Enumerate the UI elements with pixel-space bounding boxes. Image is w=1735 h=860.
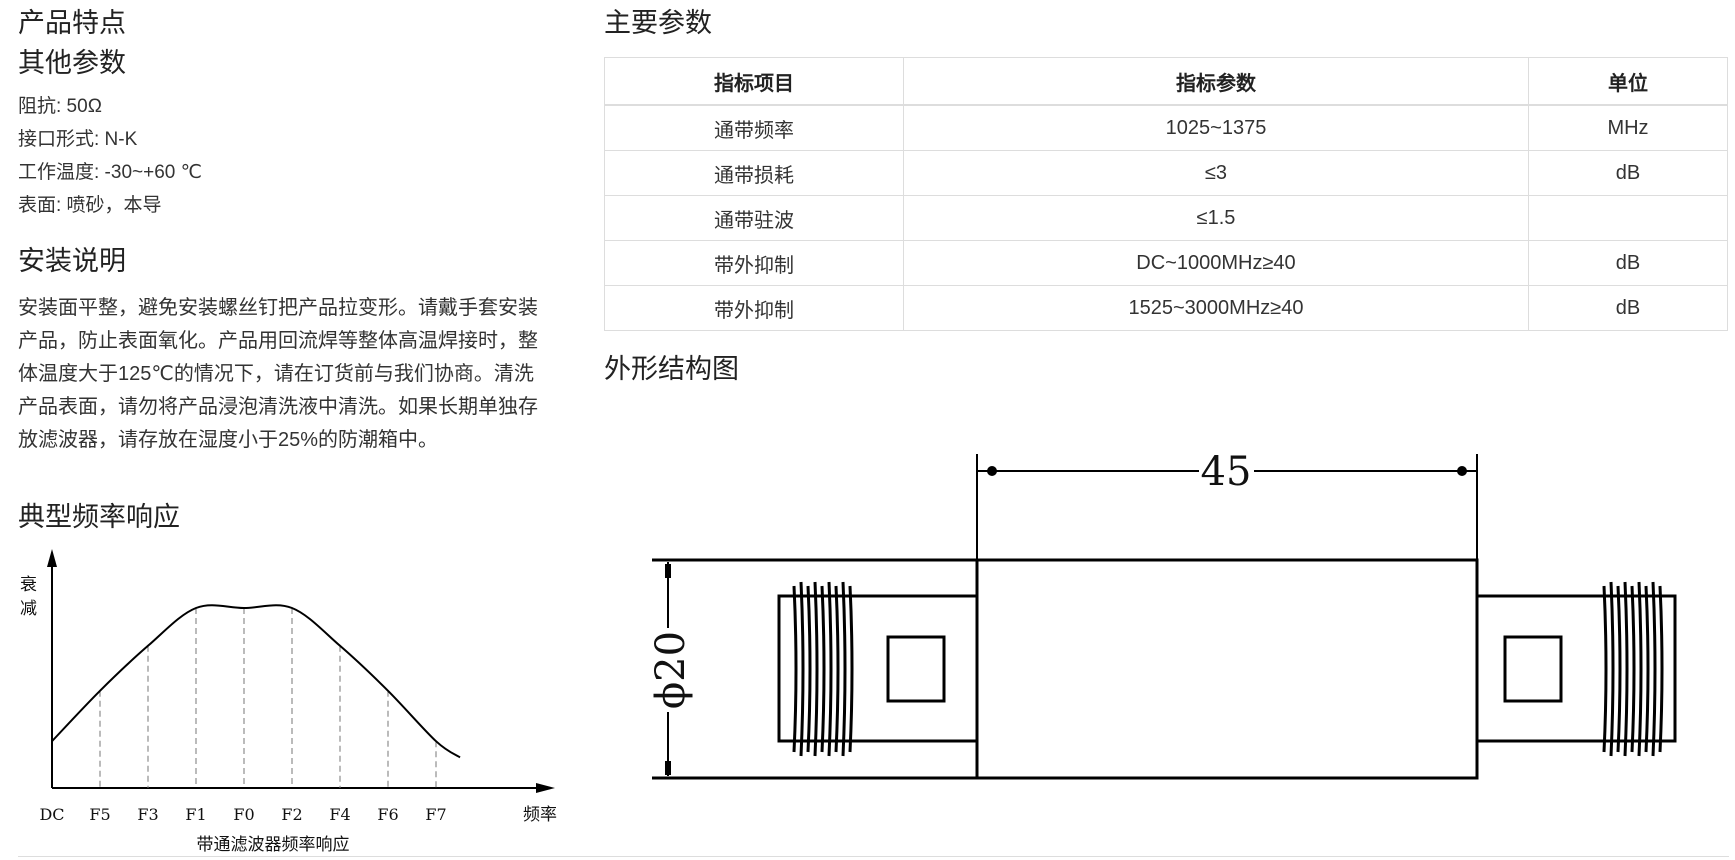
cell-unit: dB xyxy=(1528,285,1728,331)
param-connector: 接口形式: N-K xyxy=(18,129,138,150)
main-params-title: 主要参数 xyxy=(604,8,712,39)
table-row: 带外抑制 DC~1000MHz≥40 dB xyxy=(604,240,1728,286)
table-header-row: 指标项目 指标参数 单位 xyxy=(604,57,1728,106)
x-tick-label-f7: F7 xyxy=(425,805,446,824)
param-surface: 表面: 喷砂，本导 xyxy=(18,195,162,216)
bottom-divider xyxy=(18,856,1729,857)
col-header-item: 指标项目 xyxy=(604,57,904,106)
cell-value: DC~1000MHz≥40 xyxy=(903,240,1529,286)
table-row: 通带损耗 ≤3 dB xyxy=(604,150,1728,196)
param-temperature: 工作温度: -30~+60 ℃ xyxy=(18,162,202,183)
cell-item: 通带频率 xyxy=(604,104,904,151)
frequency-response-chart: DC F5 F3 F1 F0 F2 F4 F6 F7 衰 减 频率 带通滤波器频率响应 xyxy=(20,549,557,855)
chart-caption: 带通滤波器频率响应 xyxy=(197,835,350,855)
left-connector-sleeve xyxy=(777,594,979,743)
dim-arrow-bottom xyxy=(665,761,671,775)
table-row: 通带频率 1025~1375 MHz xyxy=(604,104,1728,151)
left-thread xyxy=(792,581,854,757)
x-tick-label-f1: F1 xyxy=(185,805,206,824)
install-text: 安装面平整，避免安装螺丝钉把产品拉变形。请戴手套安装产品，防止表面氧化。产品用回… xyxy=(18,297,538,451)
cell-item: 通带驻波 xyxy=(604,195,904,241)
y-axis-arrow xyxy=(47,549,57,567)
outline-title: 外形结构图 xyxy=(604,354,739,385)
cell-value: ≤3 xyxy=(903,150,1529,196)
dim-arrow-top xyxy=(665,564,671,578)
features-title: 产品特点 xyxy=(18,8,126,39)
dim-arrow-left xyxy=(987,466,997,476)
install-title: 安装说明 xyxy=(18,246,126,277)
main-params-table: 指标项目 指标参数 单位 通带频率 1025~1375 MHz 通带损耗 ≤3 … xyxy=(604,57,1728,331)
y-axis-label-1: 衰 xyxy=(20,575,37,595)
other-params-title: 其他参数 xyxy=(18,48,126,79)
x-tick-label-f5: F5 xyxy=(89,805,110,824)
cell-value: 1525~3000MHz≥40 xyxy=(903,285,1529,331)
diameter-label: ϕ20 xyxy=(648,631,694,709)
cell-value: ≤1.5 xyxy=(903,195,1529,241)
x-tick-label-f0: F0 xyxy=(233,805,254,824)
x-axis-label: 频率 xyxy=(523,805,557,825)
cell-unit xyxy=(1528,195,1728,241)
cell-unit: dB xyxy=(1528,240,1728,286)
dim-arrow-right xyxy=(1457,466,1467,476)
right-connector-window xyxy=(1503,635,1563,703)
filter-body xyxy=(975,558,1479,780)
response-curve xyxy=(51,604,461,759)
cell-value: 1025~1375 xyxy=(903,104,1529,151)
x-axis-arrow xyxy=(536,783,555,793)
x-tick-label-dc: DC xyxy=(39,805,64,824)
param-impedance: 阻抗: 50Ω xyxy=(18,96,102,117)
cell-item: 带外抑制 xyxy=(604,240,904,286)
cell-unit: dB xyxy=(1528,150,1728,196)
x-tick-label-f2: F2 xyxy=(281,805,302,824)
x-tick-label-f4: F4 xyxy=(329,805,350,824)
response-title: 典型频率响应 xyxy=(18,502,180,533)
x-tick-label-f6: F6 xyxy=(377,805,398,824)
table-row: 带外抑制 1525~3000MHz≥40 dB xyxy=(604,285,1728,331)
right-connector-sleeve xyxy=(1475,594,1677,743)
x-tick-label-f3: F3 xyxy=(137,805,158,824)
col-header-unit: 单位 xyxy=(1528,57,1728,106)
left-connector-window xyxy=(886,635,946,703)
col-header-value: 指标参数 xyxy=(903,57,1529,106)
cell-item: 带外抑制 xyxy=(604,285,904,331)
y-axis-label-2: 减 xyxy=(20,599,37,619)
cell-unit: MHz xyxy=(1528,104,1728,151)
length-label: 45 xyxy=(1201,449,1252,495)
outline-drawing: 45 ϕ20 xyxy=(648,449,1677,780)
right-thread xyxy=(1602,581,1664,757)
table-row: 通带驻波 ≤1.5 xyxy=(604,195,1728,241)
cell-item: 通带损耗 xyxy=(604,150,904,196)
other-params-list: 阻抗: 50Ω 接口形式: N-K 工作温度: -30~+60 ℃ 表面: 喷砂… xyxy=(18,90,538,222)
